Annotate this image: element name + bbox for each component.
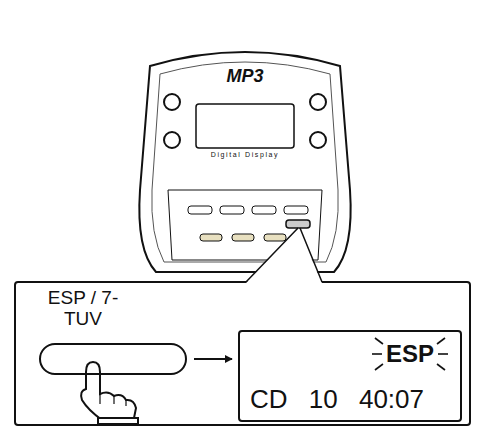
knob bbox=[310, 94, 326, 110]
blink-ray bbox=[438, 353, 448, 355]
button-oval bbox=[40, 344, 186, 374]
callout-pointer bbox=[246, 228, 322, 282]
callout-pointer-fill bbox=[246, 228, 322, 283]
knob bbox=[164, 94, 180, 110]
callout-box bbox=[15, 282, 470, 425]
button-label: ESP / 7-TUV bbox=[46, 288, 120, 329]
hand-fingers bbox=[100, 394, 126, 406]
blink-ray bbox=[375, 364, 383, 370]
player-body bbox=[139, 52, 350, 272]
push-button: ESP / 7-TUV bbox=[38, 288, 188, 378]
lcd-readout: CD 10 40:07 bbox=[250, 386, 424, 412]
display-caption: Digital Display bbox=[185, 151, 305, 158]
blink-ray bbox=[437, 364, 445, 370]
blink-ray bbox=[372, 353, 382, 355]
knob bbox=[310, 132, 326, 148]
blink-ray bbox=[437, 338, 445, 344]
arrow-connector bbox=[194, 358, 232, 360]
highlighted-button bbox=[286, 220, 310, 228]
blink-ray bbox=[375, 338, 383, 344]
blinking-indicator: ESP bbox=[386, 342, 434, 366]
player-display bbox=[196, 104, 294, 148]
brand-logo: MP3 bbox=[195, 66, 295, 87]
player-inner-outline bbox=[152, 62, 339, 262]
hand-cuff bbox=[98, 418, 138, 424]
knob bbox=[164, 132, 180, 148]
lcd-display: ESP CD 10 40:07 bbox=[238, 330, 462, 422]
pointing-hand bbox=[81, 362, 136, 420]
